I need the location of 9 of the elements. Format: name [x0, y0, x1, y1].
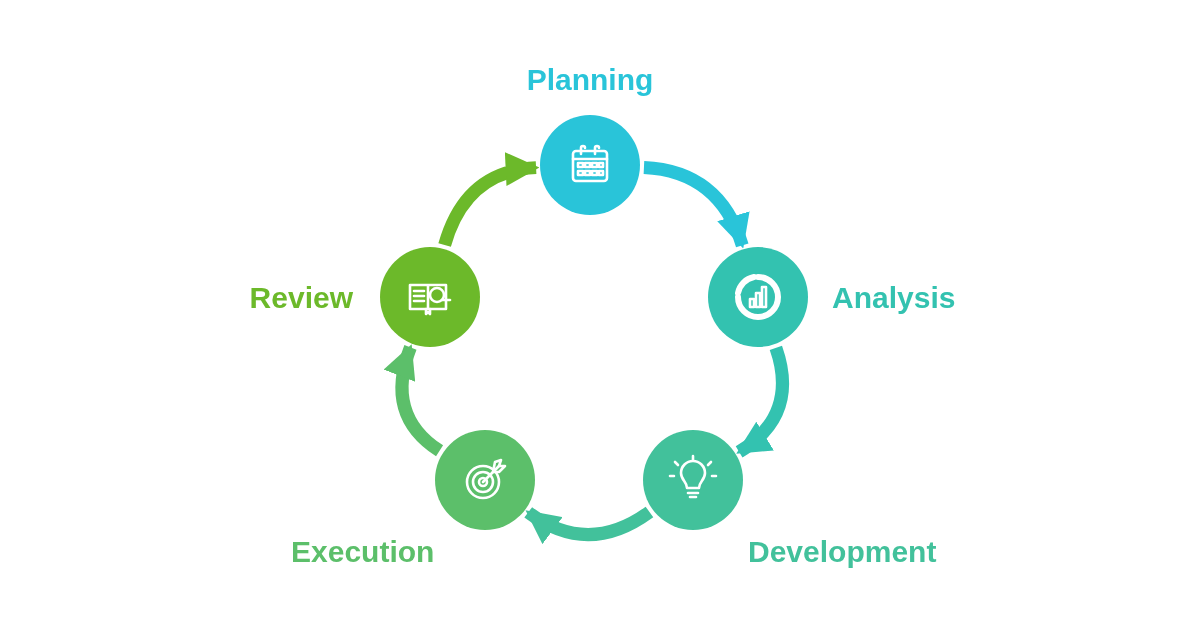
- curved-arrow: [735, 346, 789, 458]
- stage-label: Development: [748, 534, 937, 570]
- curved-arrow: [524, 506, 654, 544]
- stage-label: Planning: [526, 62, 654, 98]
- curved-arrow: [643, 161, 749, 249]
- stage-label: Review: [249, 280, 353, 316]
- stage-label: Execution: [291, 534, 435, 570]
- curved-arrow: [438, 153, 540, 247]
- stage-label: Analysis: [832, 280, 956, 316]
